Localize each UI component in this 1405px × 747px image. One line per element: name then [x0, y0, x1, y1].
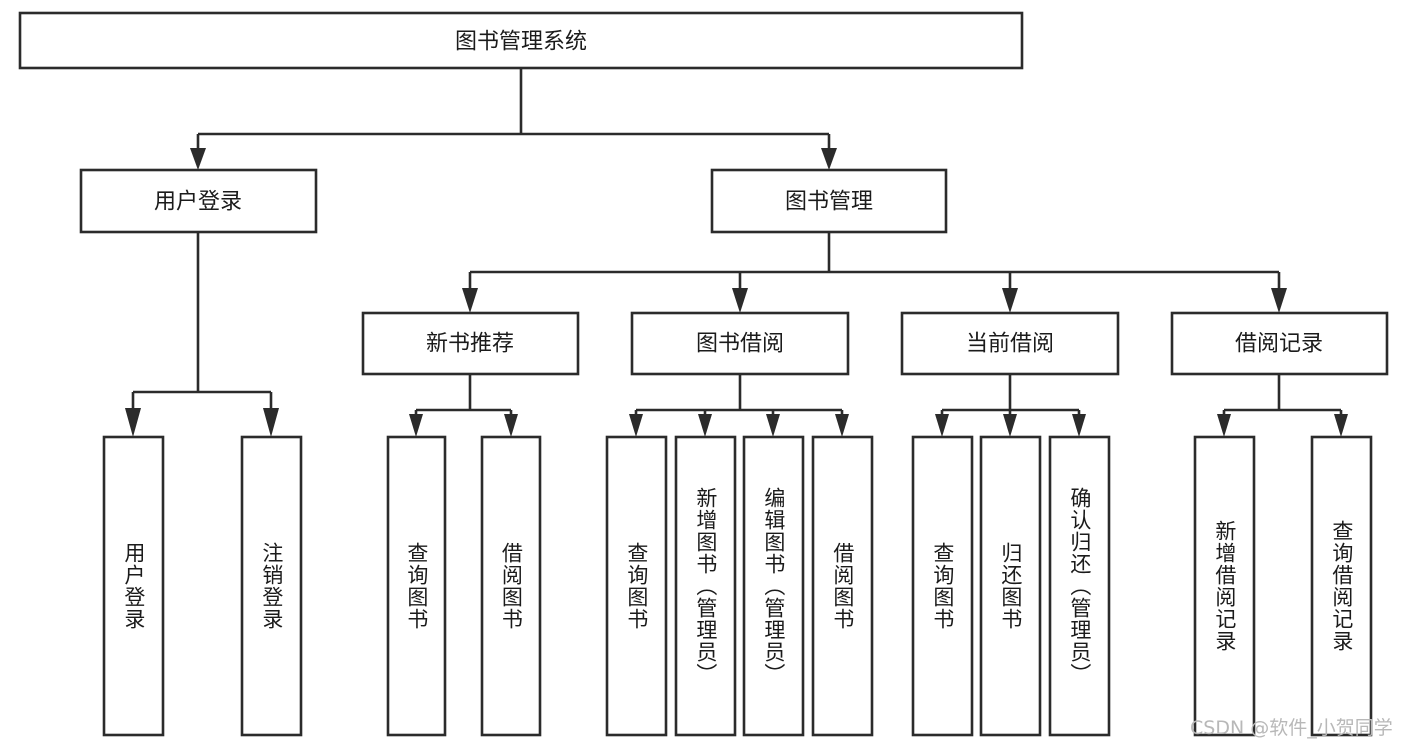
arrow-head-leaf-query-book-1 — [409, 414, 423, 437]
arrow-head-leaf-edit-book — [766, 414, 780, 437]
node-leaf-edit-book-box[interactable] — [742, 435, 805, 737]
arrow-head-leaf-return-book — [1003, 414, 1017, 437]
arrow-head-leaf-query-book-2 — [629, 414, 643, 437]
csdn-watermark: CSDN @软件_小贺同学 — [1190, 717, 1393, 739]
arrow-head-current-borrow — [1002, 288, 1018, 313]
arrow-head-leaf-query-book-3 — [935, 414, 949, 437]
node-leaf-query-book-2-box[interactable] — [605, 435, 668, 737]
arrow-head-book-manage — [821, 148, 837, 170]
node-root-label: 图书管理系统 — [455, 30, 587, 55]
node-leaf-borrow-book-1-box[interactable] — [480, 435, 542, 737]
arrow-head-leaf-confirm-return — [1072, 414, 1086, 437]
node-leaf-query-book-3-box[interactable] — [911, 435, 974, 737]
connector-layer — [125, 68, 1348, 437]
node-borrow-record-box[interactable] — [1170, 311, 1389, 376]
arrow-head-book-borrow — [732, 288, 748, 313]
node-leaf-add-record-box[interactable] — [1193, 435, 1256, 737]
arrow-head-leaf-query-record — [1334, 414, 1348, 437]
node-user-login-box[interactable] — [79, 168, 318, 234]
arrow-head-leaf-add-record — [1217, 414, 1231, 437]
arrow-head-leaf-user-logout — [263, 408, 279, 437]
arrow-head-leaf-user-login — [125, 408, 141, 437]
arrow-head-leaf-borrow-book-1 — [504, 414, 518, 437]
arrow-head-leaf-borrow-book-2 — [835, 414, 849, 437]
arrow-head-leaf-add-book — [698, 414, 712, 437]
node-book-manage-box[interactable] — [710, 168, 948, 234]
node-book-borrow-label: 图书借阅 — [696, 332, 784, 357]
node-leaf-confirm-return-box[interactable] — [1048, 435, 1111, 737]
node-book-borrow-box[interactable] — [630, 311, 850, 376]
node-leaf-user-login-box[interactable] — [102, 435, 165, 737]
arrow-head-borrow-record — [1271, 288, 1287, 313]
node-root-box[interactable] — [18, 11, 1024, 70]
arrow-head-new-book-recommend — [462, 288, 478, 313]
node-layer: 图书管理系统 用户登录 图书管理 新书推荐 图书借阅 当前借阅 借阅记录 — [18, 11, 1389, 737]
node-borrow-record-label: 借阅记录 — [1235, 332, 1323, 357]
node-leaf-borrow-book-2-box[interactable] — [811, 435, 874, 737]
node-book-manage-label: 图书管理 — [785, 190, 873, 215]
node-current-borrow-label: 当前借阅 — [966, 332, 1054, 357]
node-user-login-label: 用户登录 — [154, 190, 242, 215]
arrow-head-user-login — [190, 148, 206, 170]
node-leaf-query-book-1-box[interactable] — [386, 435, 447, 737]
node-new-book-recommend-box[interactable] — [361, 311, 580, 376]
node-leaf-add-book-box[interactable] — [674, 435, 737, 737]
node-leaf-user-logout-box[interactable] — [240, 435, 303, 737]
node-leaf-query-record-box[interactable] — [1310, 435, 1373, 737]
node-leaf-return-book-box[interactable] — [979, 435, 1042, 737]
node-current-borrow-box[interactable] — [900, 311, 1120, 376]
node-new-book-recommend-label: 新书推荐 — [426, 332, 514, 357]
